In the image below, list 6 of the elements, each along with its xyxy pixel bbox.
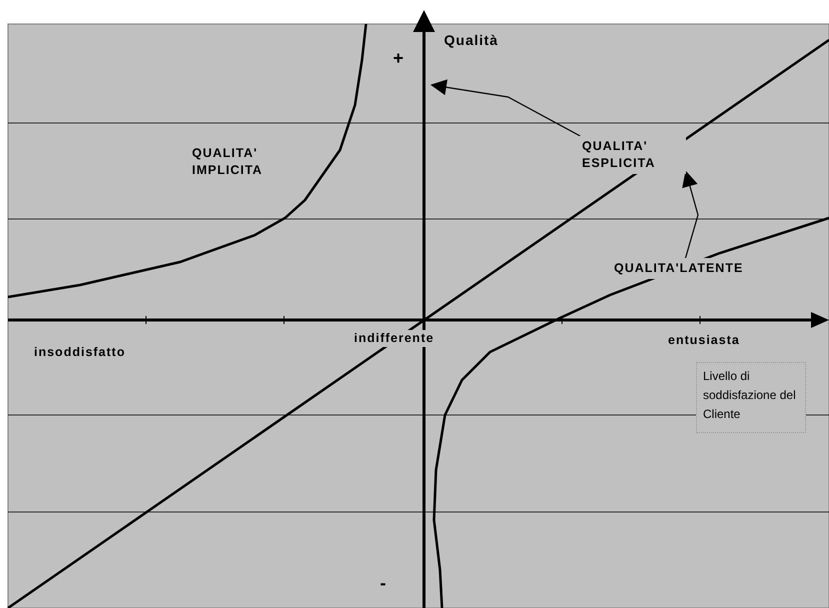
chart-label: indifferente [354, 330, 434, 347]
chart-label: Qualità [444, 32, 498, 49]
axis-title: Livello di soddisfazione del Cliente [696, 362, 806, 433]
callout-label: QUALITA' ESPLICITA [578, 136, 686, 174]
leader-line [682, 170, 699, 258]
leader-line [430, 79, 580, 137]
